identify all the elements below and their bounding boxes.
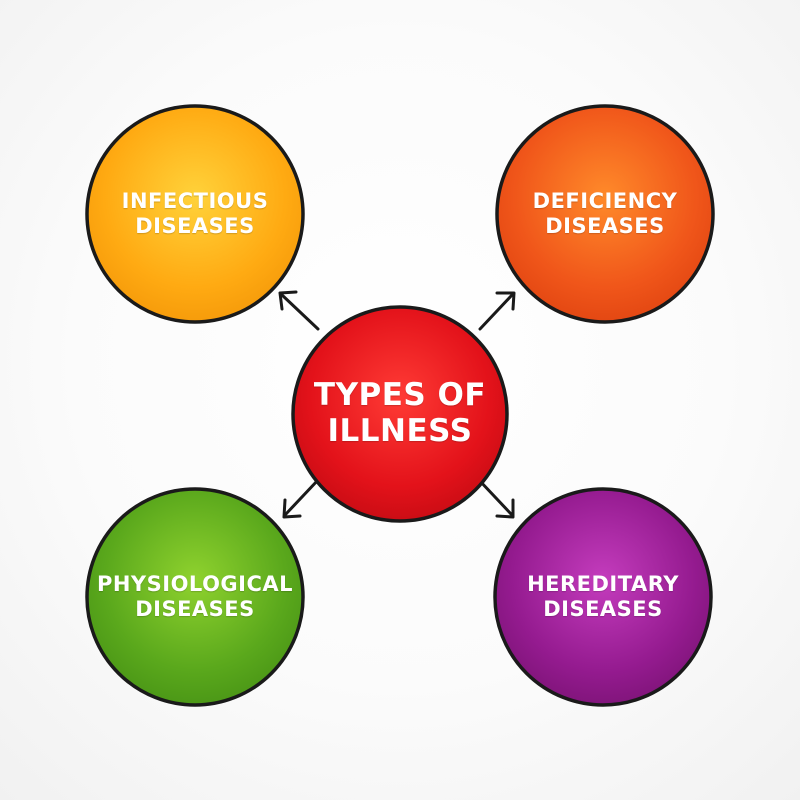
center-label: TYPES OF ILLNESS: [313, 377, 487, 449]
node-label: INFECTIOUS DISEASES: [121, 188, 269, 238]
circle-layer: [85, 104, 715, 707]
node-label: DEFICIENCY DISEASES: [532, 188, 678, 238]
circle-center: [291, 305, 509, 523]
node-hereditary-diseases: HEREDITARY DISEASES: [493, 487, 713, 707]
arrow-to-hereditary: [477, 478, 515, 519]
node-infectious-diseases: INFECTIOUS DISEASES: [85, 104, 305, 324]
arrow-to-deficiency: [478, 291, 516, 331]
arrow-to-physiological: [282, 478, 320, 519]
node-types-of-illness: TYPES OF ILLNESS: [291, 305, 509, 523]
node-label: HEREDITARY DISEASES: [527, 571, 679, 621]
circle-hereditary: [493, 487, 713, 707]
circle-deficiency: [495, 104, 715, 324]
node-label: PHYSIOLOGICAL DISEASES: [96, 571, 294, 621]
circle-infectious: [85, 104, 305, 324]
circle-physiological: [85, 487, 305, 707]
node-deficiency-diseases: DEFICIENCY DISEASES: [495, 104, 715, 324]
arrow-to-infectious: [278, 290, 320, 331]
node-physiological-diseases: PHYSIOLOGICAL DISEASES: [85, 487, 305, 707]
connector-arrows: [278, 290, 516, 519]
